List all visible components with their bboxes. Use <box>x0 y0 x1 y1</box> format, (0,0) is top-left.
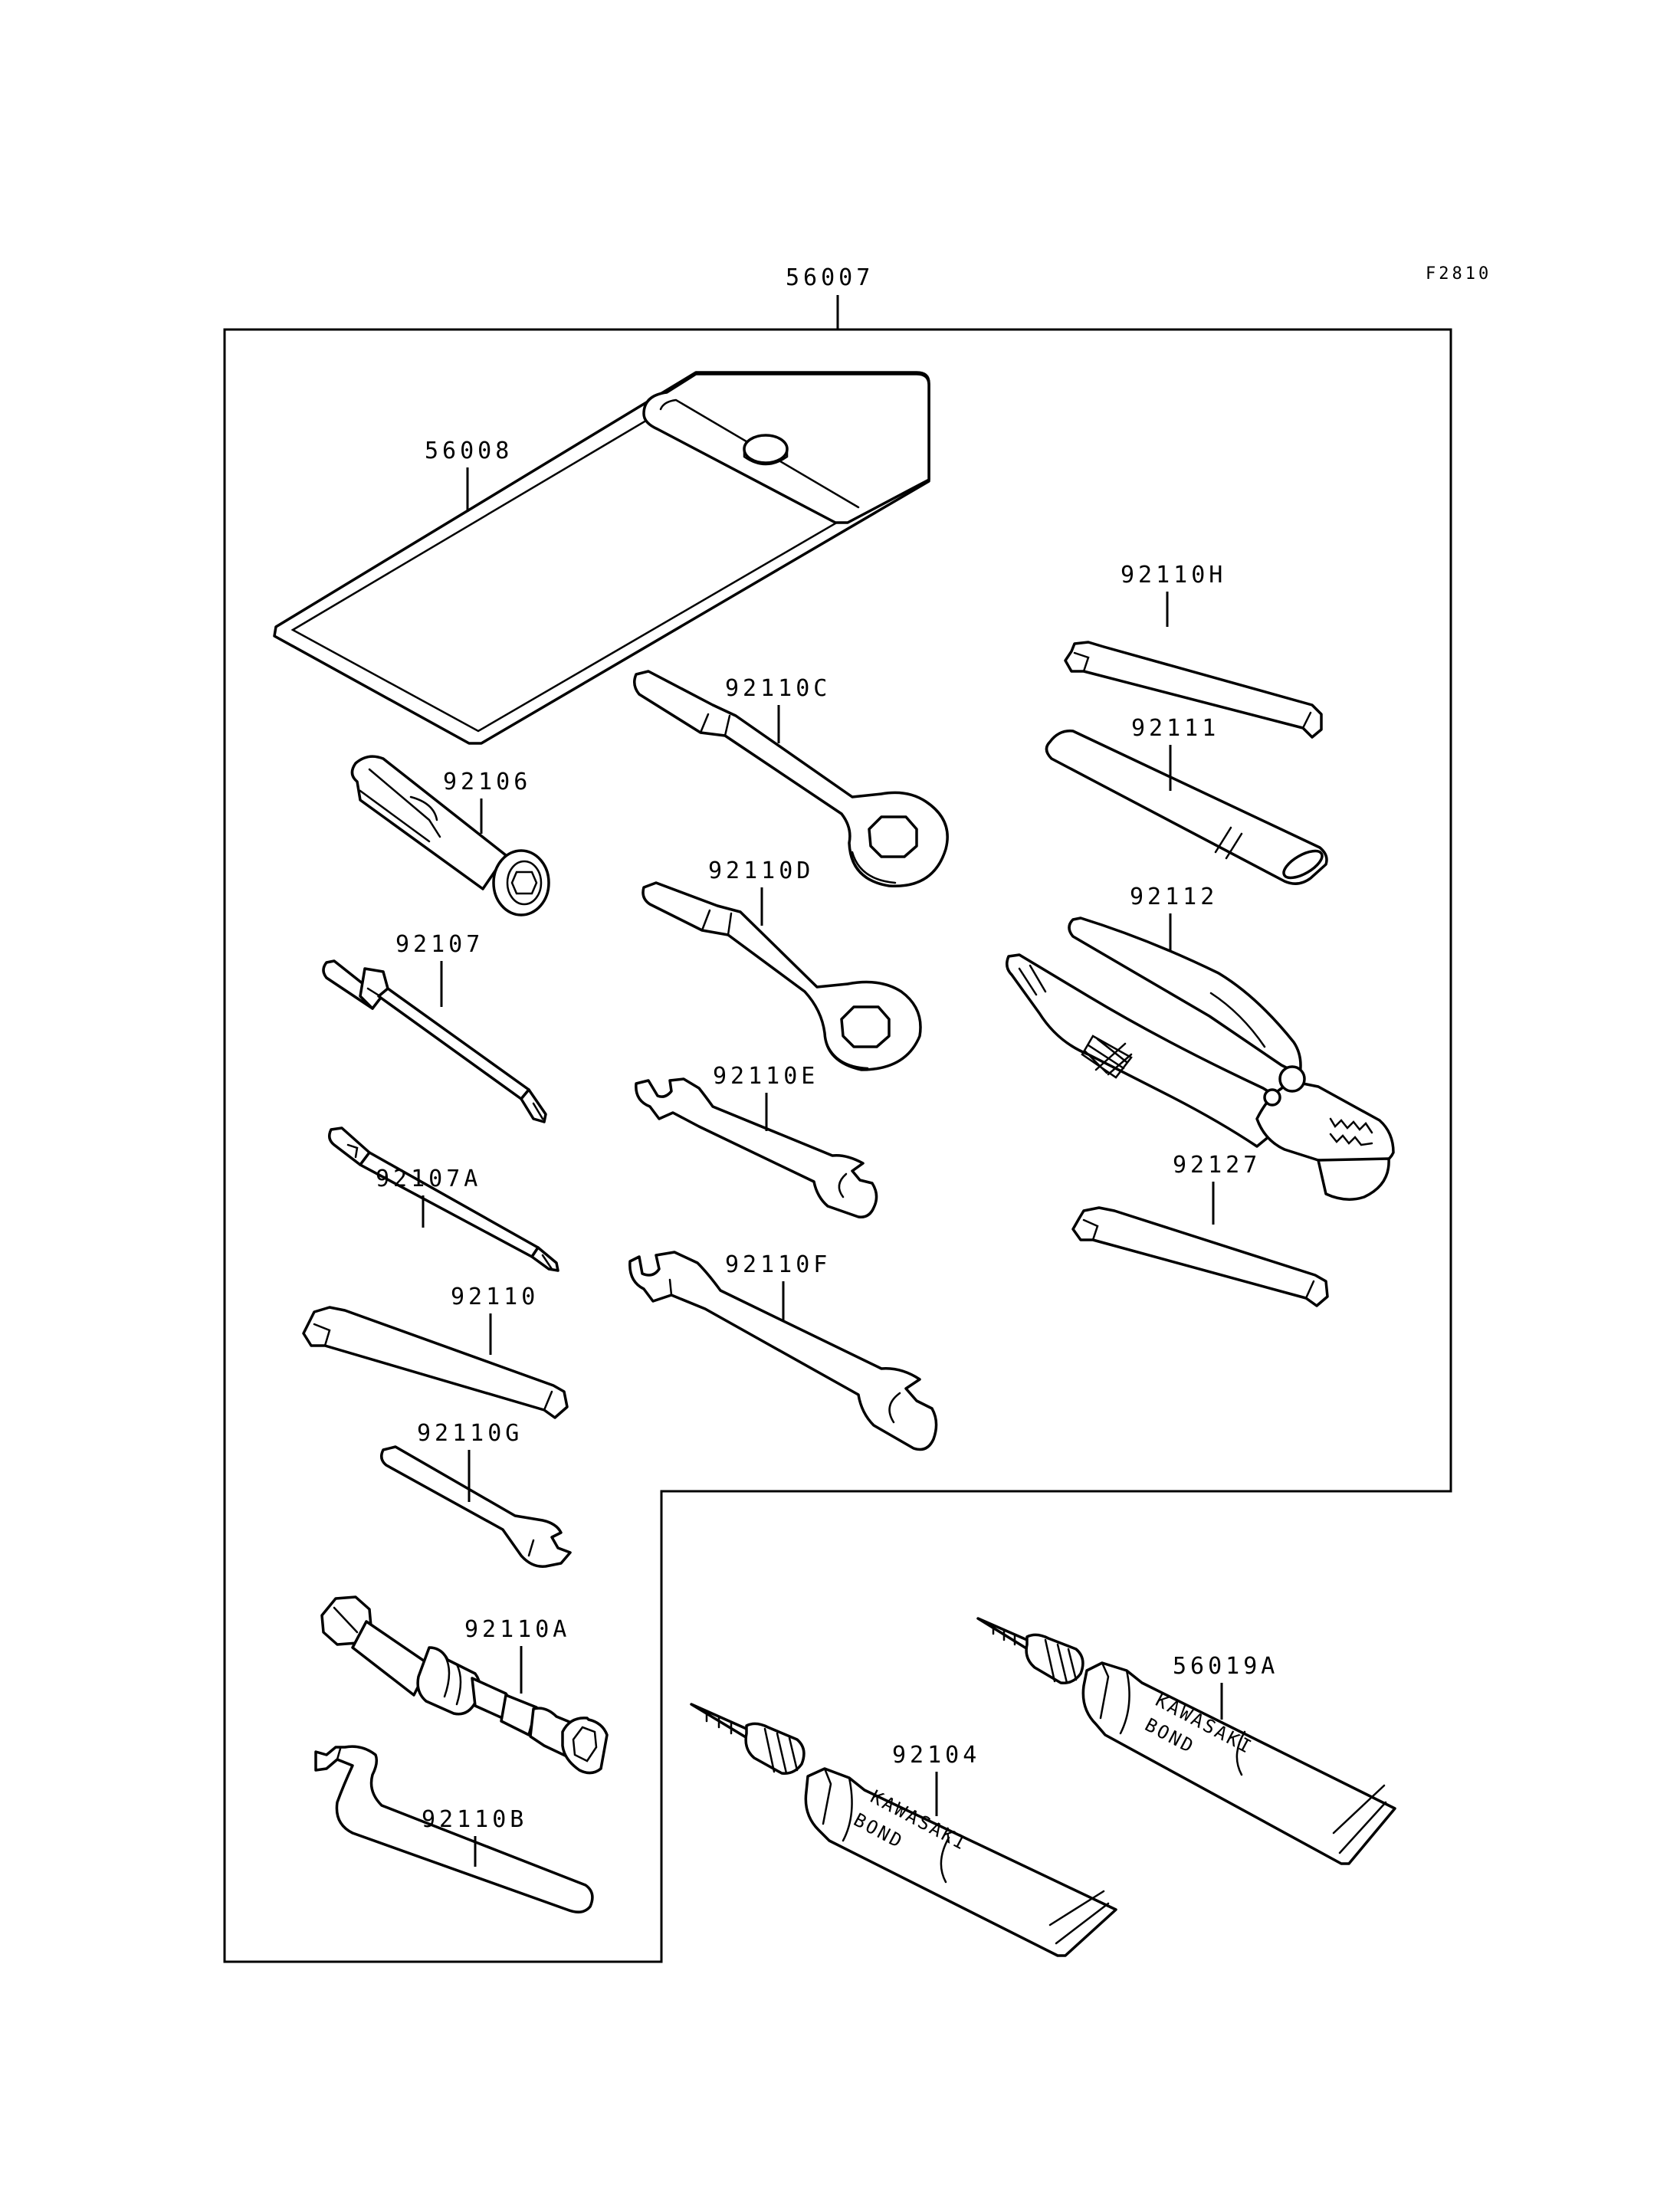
part-label-92110A: 92110A <box>464 1616 570 1643</box>
open-wrench-g-drawing <box>380 1445 572 1568</box>
part-label-92110B: 92110B <box>422 1806 527 1833</box>
hex-wrench-h-drawing <box>1064 641 1323 739</box>
part-label-56019A: 56019A <box>1173 1653 1278 1680</box>
screwdriver-a-drawing <box>328 1126 559 1272</box>
bond-tube-large-drawing: KAWASAKI BOND <box>690 1703 1117 1957</box>
part-label-92110C: 92110C <box>725 675 831 702</box>
handle-bar-drawing <box>1045 730 1328 885</box>
part-label-92107A: 92107A <box>376 1166 481 1192</box>
part-label-92106: 92106 <box>443 769 531 795</box>
tool-bag-drawing <box>273 371 930 745</box>
part-label-92110D: 92110D <box>708 857 814 884</box>
hook-wrench-b-drawing <box>314 1745 594 1913</box>
part-label-56007: 56007 <box>786 264 874 291</box>
pliers-drawing <box>1006 917 1395 1201</box>
open-wrench-f-drawing <box>628 1251 938 1451</box>
part-label-92110E: 92110E <box>713 1063 819 1090</box>
box-wrench-c-drawing <box>633 670 949 888</box>
part-label-92111: 92111 <box>1131 715 1219 742</box>
kit-boundary <box>223 328 1452 1963</box>
hex-wrench-92110-drawing <box>302 1306 569 1419</box>
socket-wrench-a-drawing <box>320 1595 609 1775</box>
figure-code: F2810 <box>1426 264 1491 284</box>
part-label-92104: 92104 <box>892 1742 980 1769</box>
screwdriver-drawing <box>322 959 547 1123</box>
plug-wrench-drawing <box>350 755 550 917</box>
part-label-92110H: 92110H <box>1121 562 1226 589</box>
part-label-92110G: 92110G <box>417 1420 523 1447</box>
hex-wrench-92127-drawing <box>1071 1206 1329 1307</box>
part-label-56008: 56008 <box>425 438 513 464</box>
part-label-92110: 92110 <box>451 1284 539 1310</box>
part-label-92127: 92127 <box>1173 1152 1261 1179</box>
part-label-92107: 92107 <box>395 931 484 958</box>
bond-tube-small-drawing: KAWASAKI BOND <box>976 1617 1396 1865</box>
open-wrench-e-drawing <box>635 1077 878 1218</box>
part-label-92112: 92112 <box>1130 884 1218 910</box>
box-wrench-d-drawing <box>641 881 922 1071</box>
part-label-92110F: 92110F <box>725 1251 831 1278</box>
